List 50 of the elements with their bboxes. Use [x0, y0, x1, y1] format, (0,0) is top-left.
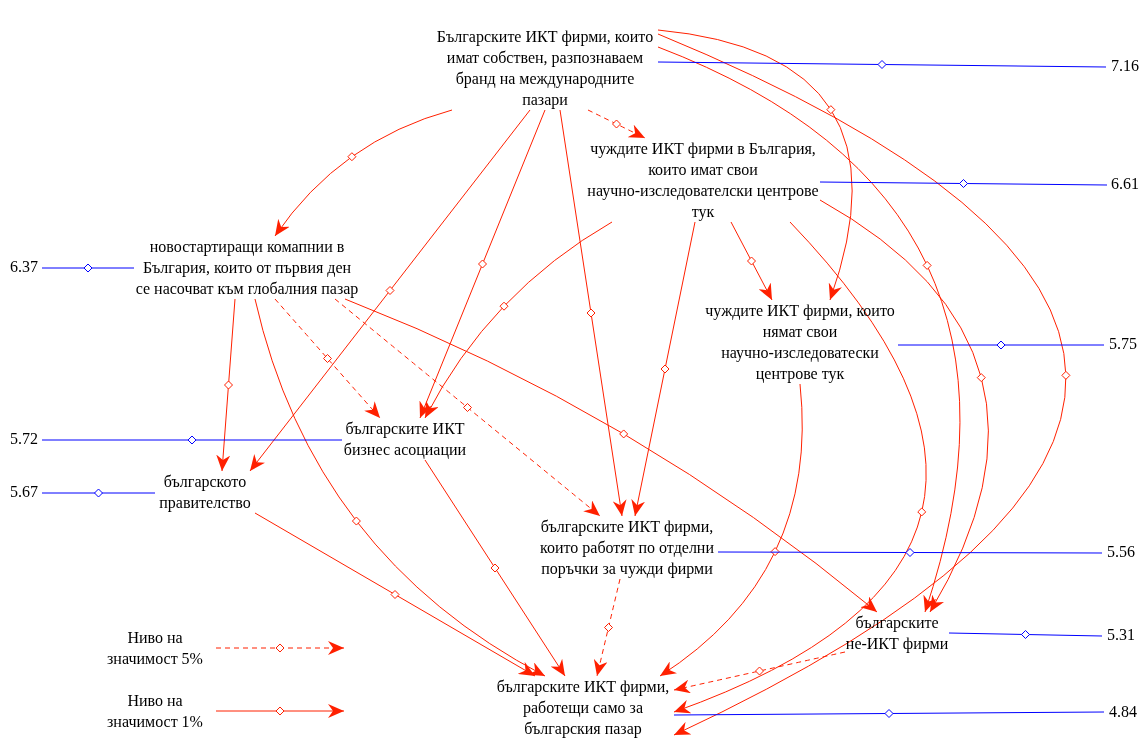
arrow: [587, 109, 646, 139]
value-line: [41, 267, 135, 269]
value-label: 5.31: [1102, 625, 1140, 645]
arrow: [344, 298, 878, 613]
value-line: [948, 632, 1103, 637]
arrow: [216, 298, 236, 472]
node-label: българските ИКТ фирми, които работят по отделни поръчки за чужди фирми: [536, 516, 718, 579]
arrow: [730, 221, 773, 301]
value-line: [819, 181, 1108, 186]
arrow: [657, 33, 1067, 736]
value-label: 4.84: [1104, 702, 1142, 722]
arrow: [274, 109, 453, 237]
value-line: [717, 551, 1103, 554]
arrow: [559, 109, 627, 517]
arrow: [334, 298, 601, 517]
arrow: [424, 221, 613, 419]
arrow: [659, 383, 803, 677]
arrow: [673, 221, 927, 713]
value-label: 6.37: [6, 257, 42, 277]
arrow: [424, 459, 566, 677]
arrow: [819, 199, 989, 613]
arrow: [631, 221, 696, 517]
arrow: [254, 512, 536, 677]
node-label: българските ИКТ фирми, работещи само за българския пазар: [492, 676, 674, 739]
arrow: [593, 578, 621, 677]
arrow: [419, 109, 546, 419]
node-label: Българските ИКТ фирми, които имат собствен, разпознаваем бранд на международните пазари: [432, 26, 658, 110]
value-label: 5.72: [6, 429, 42, 449]
node-label: новостартиращи комапнии в България, които от първия ден се насочват към глобалния пазар: [134, 236, 360, 299]
arrow: [274, 298, 381, 419]
legend-label: Ниво на значимост 1%: [106, 691, 204, 732]
node-label: чуждите ИКТ фирми в България, които имат свои научно-изследователски центрове тук: [586, 138, 820, 222]
value-label: 5.67: [6, 482, 42, 502]
value-line: [41, 492, 156, 494]
arrow: [657, 46, 961, 613]
value-line: [41, 439, 343, 441]
node-label: българското правителство: [155, 471, 255, 513]
value-label: 7.16: [1106, 56, 1144, 76]
value-label: 5.75: [1104, 334, 1142, 354]
legend-label: Ниво на значимост 5%: [106, 628, 204, 669]
arrow: [657, 29, 853, 301]
value-label: 6.61: [1107, 174, 1143, 194]
arrow: [249, 109, 531, 472]
value-line: [897, 344, 1105, 346]
arrow: [254, 298, 546, 677]
value-label: 5.56: [1102, 542, 1140, 562]
value-line: [657, 61, 1107, 68]
node-label: българските ИКТ бизнес асоциации: [342, 418, 468, 460]
arrow: [673, 651, 846, 694]
value-line: [673, 711, 1105, 716]
